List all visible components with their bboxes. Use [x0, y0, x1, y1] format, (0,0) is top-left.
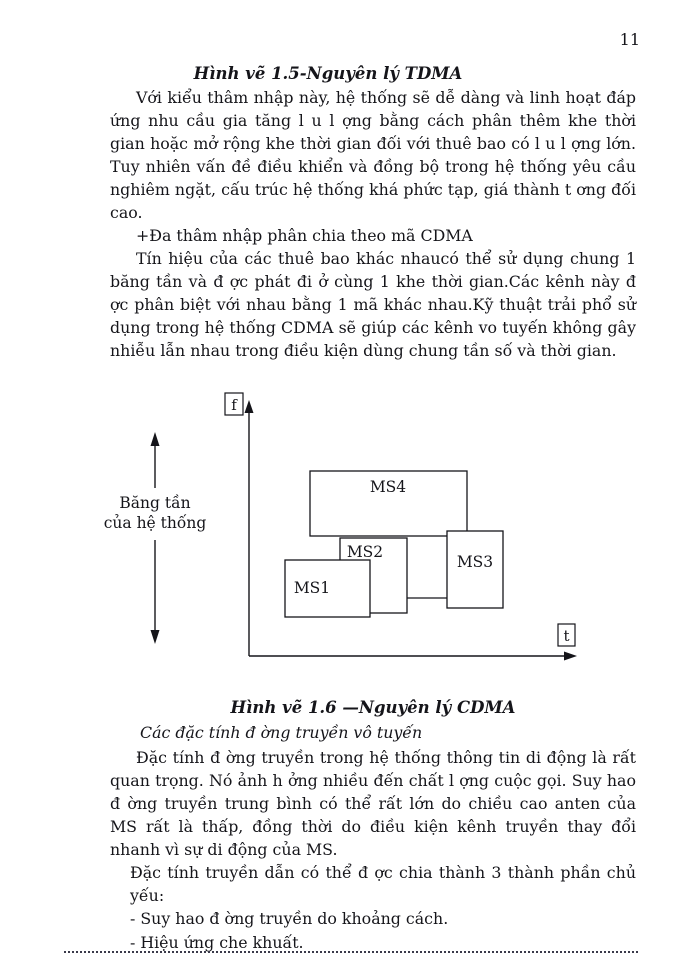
- t-axis-label: t: [563, 627, 569, 645]
- page-number: 11: [619, 30, 640, 49]
- bullet-che-khuat: - Hiệu ứng che khuất.: [130, 933, 304, 952]
- diagram-canvas: f t Băng tần của hệ thống MS4 MS3 MS2: [104, 392, 577, 661]
- band-label-line2: của hệ thống: [104, 514, 207, 532]
- t-label-box: [557, 623, 576, 647]
- paragraph-cdma: Tín hiệu của các thuê bao khác nhaucó th…: [110, 249, 636, 360]
- cdma-frequency-time-diagram: f t Băng tần của hệ thống MS4 MS3 MS2: [0, 388, 700, 688]
- text-column-lower: Hình vẽ 1.6 —Nguyên lý CDMA Các đặc tính…: [0, 698, 700, 955]
- f-axis-label: f: [231, 396, 238, 414]
- paragraph-duong-truyen: Đặc tính đ ờng truyền trong hệ thống thô…: [110, 748, 636, 859]
- ms4-label: MS4: [370, 478, 406, 496]
- band-arrow-top-head: [150, 432, 160, 446]
- ms1-label: MS1: [294, 579, 330, 597]
- paragraph-tdma: Với kiểu thâm nhập này, hệ thống sẽ dễ d…: [110, 88, 636, 222]
- subheading-duong-truyen: Các đặc tính đ ờng truyền vô tuyến: [140, 723, 423, 742]
- band-label-line1: Băng tần: [119, 494, 190, 512]
- ms3-label: MS3: [457, 553, 493, 571]
- paragraph-3-components-intro: Đặc tính truyền dẫn có thể đ ợc chia thà…: [130, 863, 636, 905]
- ms1-box: [284, 559, 371, 618]
- t-axis-arrowhead: [564, 651, 577, 661]
- text-column: Hình vẽ 1.5-Nguyên lý TDMA Với kiểu thâm…: [0, 0, 700, 362]
- figure-caption-cdma: Hình vẽ 1.6 —Nguyên lý CDMA: [230, 698, 516, 717]
- cdma-heading-line: +Đa thâm nhập phân chia theo mã CDMA: [136, 226, 473, 245]
- bullet-suy-hao: - Suy hao đ ờng truyền do khoảng cách.: [130, 909, 449, 928]
- f-label-box: [224, 392, 244, 416]
- ms3-box: [446, 530, 504, 609]
- f-axis-arrowhead: [244, 400, 254, 413]
- band-arrow-bottom-head: [150, 630, 160, 644]
- ms2-label: MS2: [347, 543, 383, 561]
- ms4-box: [309, 470, 468, 537]
- figure-caption-tdma: Hình vẽ 1.5-Nguyên lý TDMA: [193, 64, 463, 83]
- footer-divider: [64, 951, 638, 953]
